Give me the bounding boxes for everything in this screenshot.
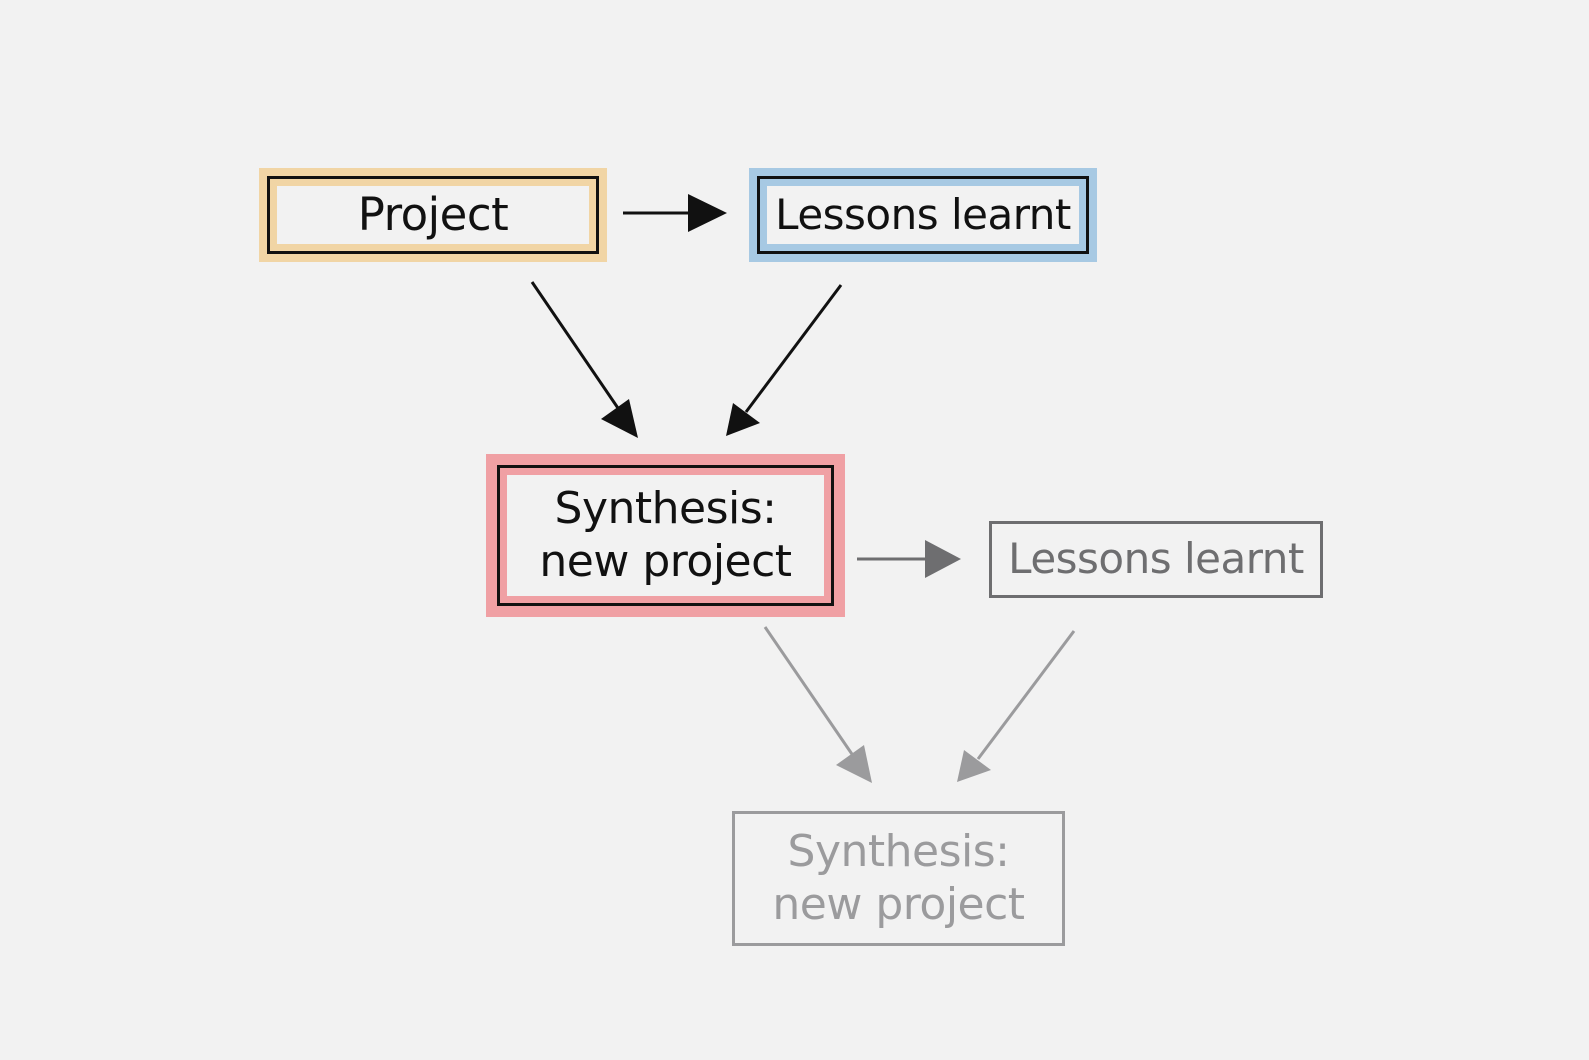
synthesis-node-inner-frame: Synthesis: new project (497, 465, 834, 606)
arrow-project-to-lessons (623, 194, 727, 232)
lessons-learnt-node: Lessons learnt (749, 168, 1097, 262)
lessons-learnt-label: Lessons learnt (775, 189, 1071, 239)
synthesis-node-2: Synthesis: new project (732, 811, 1065, 946)
arrow-synthesis-to-lessons-2 (857, 540, 961, 578)
synthesis-label-line2: new project (539, 535, 792, 587)
synthesis-2-label-line2: new project (772, 878, 1025, 930)
project-node-inner-frame: Project (267, 176, 599, 254)
project-label: Project (357, 188, 509, 241)
arrow-lessons-to-synthesis (726, 284, 843, 436)
project-node: Project (259, 168, 607, 262)
lessons-learnt-node-inner-frame: Lessons learnt (757, 176, 1089, 254)
arrow-synthesis-to-synthesis-2 (763, 626, 872, 783)
lessons-learnt-node-2: Lessons learnt (989, 521, 1323, 598)
arrow-project-to-synthesis (530, 281, 638, 438)
synthesis-label-line1: Synthesis: (554, 482, 777, 534)
lessons-learnt-2-label: Lessons learnt (1008, 534, 1304, 584)
synthesis-node: Synthesis: new project (486, 454, 845, 617)
arrow-lessons-2-to-synthesis-2 (957, 630, 1076, 782)
synthesis-2-label-line1: Synthesis: (787, 825, 1010, 877)
